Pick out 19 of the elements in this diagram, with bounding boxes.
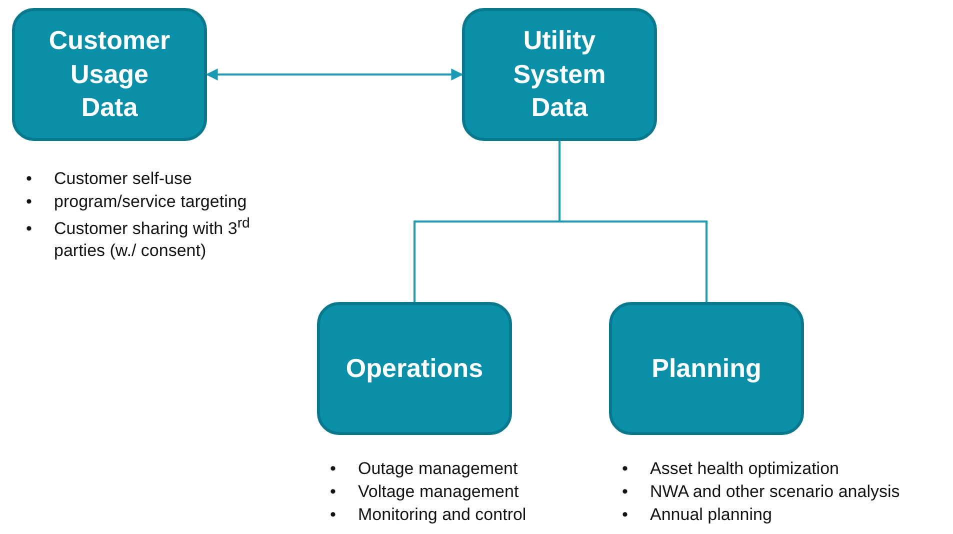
box-title: Utility System Data xyxy=(512,24,607,124)
rounded-box xyxy=(462,8,657,141)
box-title: Customer Usage Data xyxy=(48,24,172,124)
rounded-box xyxy=(609,302,804,435)
connector xyxy=(206,68,464,80)
rounded-box xyxy=(317,302,512,435)
bullet-item: • Customer sharing with 3$^{rd}$ parties (w./ consent) xyxy=(26,214,251,262)
bullet-item: • NWA and other scenario analysis xyxy=(622,480,901,503)
bullet-item: • Asset health optimization xyxy=(622,458,840,480)
bullet-item: • Outage management xyxy=(330,458,519,480)
bullet-item: • Monitoring and control xyxy=(330,504,528,526)
box-title: Operations xyxy=(346,352,484,385)
box-title: Planning xyxy=(652,352,762,385)
bullet-item: • Annual planning xyxy=(622,504,773,526)
bullet-item: • program/service targeting xyxy=(26,190,248,213)
rounded-box xyxy=(12,8,207,141)
connector xyxy=(558,141,708,302)
bullet-item: • Voltage management xyxy=(330,480,520,503)
bullet-item: • Customer self-use xyxy=(26,168,193,190)
